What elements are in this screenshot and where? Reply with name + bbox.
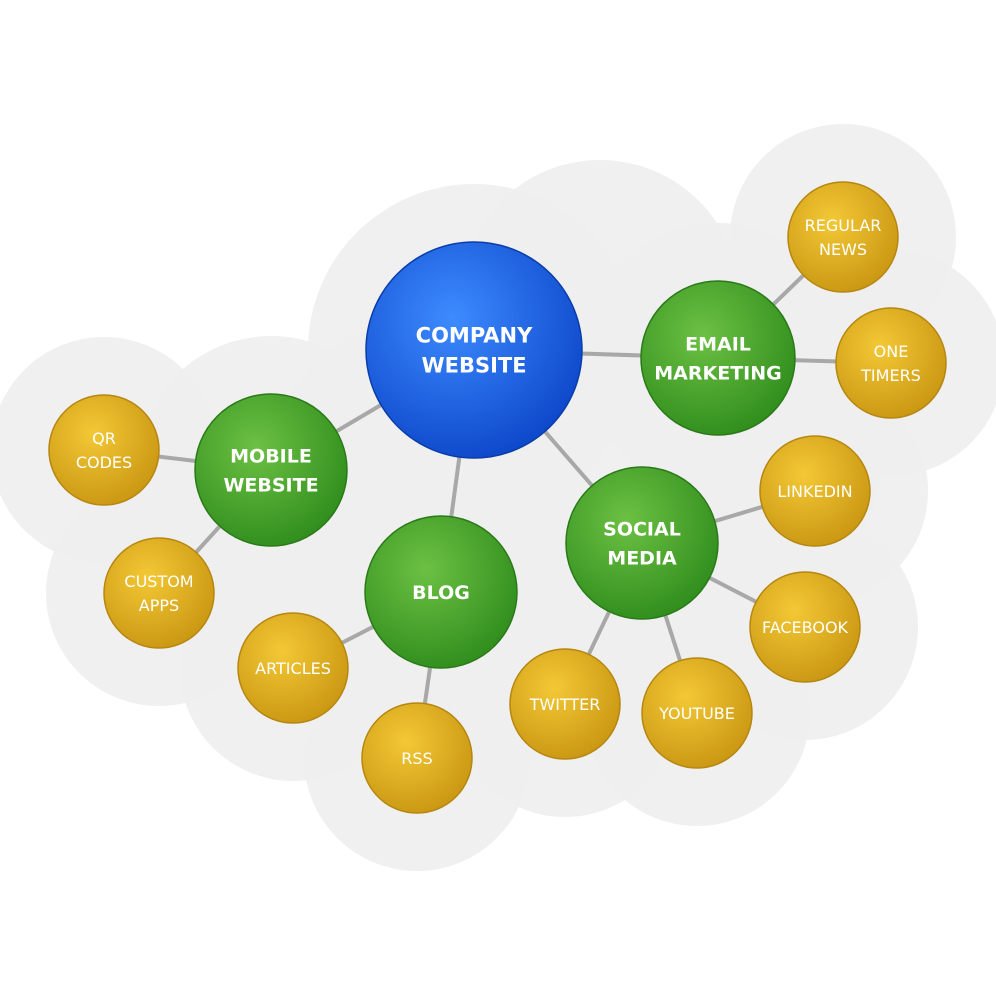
node-circle-articles — [237, 612, 349, 724]
node-label-custom-apps-line-2: APPS — [139, 596, 179, 615]
node-circle-blog — [364, 515, 518, 669]
node-custom-apps: CUSTOM APPS — [103, 537, 215, 649]
diagram-nodes: COMPANY WEBSITE EMAIL MARKETING MOBILE WEBSIT… — [48, 181, 947, 814]
node-label-twitter-line-1: TWITTER — [529, 695, 601, 714]
node-circle-qr-codes — [48, 394, 160, 506]
node-label-qr-codes-line-1: QR — [92, 429, 116, 448]
node-circle-company — [365, 241, 583, 459]
node-label-one-timers-line-1: ONE — [874, 342, 909, 361]
node-circle-linkedin — [759, 435, 871, 547]
node-blog: BLOG — [364, 515, 518, 669]
node-linkedin: LINKEDIN — [759, 435, 871, 547]
node-label-linkedin-line-1: LINKEDIN — [777, 482, 852, 501]
node-circle-rss — [361, 702, 473, 814]
node-label-youtube-line-1: YOUTUBE — [658, 704, 735, 723]
node-label-email-line-1: EMAIL — [685, 333, 751, 355]
node-circle-mobile — [194, 393, 348, 547]
node-label-blog-line-1: BLOG — [412, 582, 470, 604]
node-youtube: YOUTUBE — [641, 657, 753, 769]
node-circle-facebook — [749, 571, 861, 683]
node-label-social-line-2: MEDIA — [607, 547, 677, 569]
node-mobile: MOBILE WEBSITE — [194, 393, 348, 547]
node-label-articles-line-1: ARTICLES — [255, 659, 331, 678]
node-circle-twitter — [509, 648, 621, 760]
node-label-facebook-line-1: FACEBOOK — [762, 618, 849, 637]
node-social: SOCIAL MEDIA — [565, 466, 719, 620]
node-twitter: TWITTER — [509, 648, 621, 760]
node-facebook: FACEBOOK — [749, 571, 861, 683]
node-label-social-line-1: SOCIAL — [603, 518, 681, 540]
node-label-email-line-2: MARKETING — [654, 362, 781, 384]
node-label-one-timers-line-2: TIMERS — [860, 366, 921, 385]
node-circle-one-timers — [835, 307, 947, 419]
node-circle-youtube — [641, 657, 753, 769]
node-label-custom-apps-line-1: CUSTOM — [124, 572, 193, 591]
node-label-mobile-line-1: MOBILE — [230, 445, 312, 467]
node-circle-regular-news — [787, 181, 899, 293]
node-rss: RSS — [361, 702, 473, 814]
node-circle-email — [640, 280, 796, 436]
node-articles: ARTICLES — [237, 612, 349, 724]
node-label-mobile-line-2: WEBSITE — [223, 474, 318, 496]
node-regular-news: REGULAR NEWS — [787, 181, 899, 293]
node-company: COMPANY WEBSITE — [365, 241, 583, 459]
node-label-company-line-2: WEBSITE — [421, 354, 526, 378]
node-circle-custom-apps — [103, 537, 215, 649]
node-qr-codes: QR CODES — [48, 394, 160, 506]
node-label-rss-line-1: RSS — [401, 749, 432, 768]
node-circle-social — [565, 466, 719, 620]
node-label-company-line-1: COMPANY — [416, 324, 533, 348]
node-label-regular-news-line-2: NEWS — [819, 240, 867, 259]
node-label-regular-news-line-1: REGULAR — [805, 216, 882, 235]
node-one-timers: ONE TIMERS — [835, 307, 947, 419]
node-label-qr-codes-line-2: CODES — [76, 453, 132, 472]
node-email: EMAIL MARKETING — [640, 280, 796, 436]
